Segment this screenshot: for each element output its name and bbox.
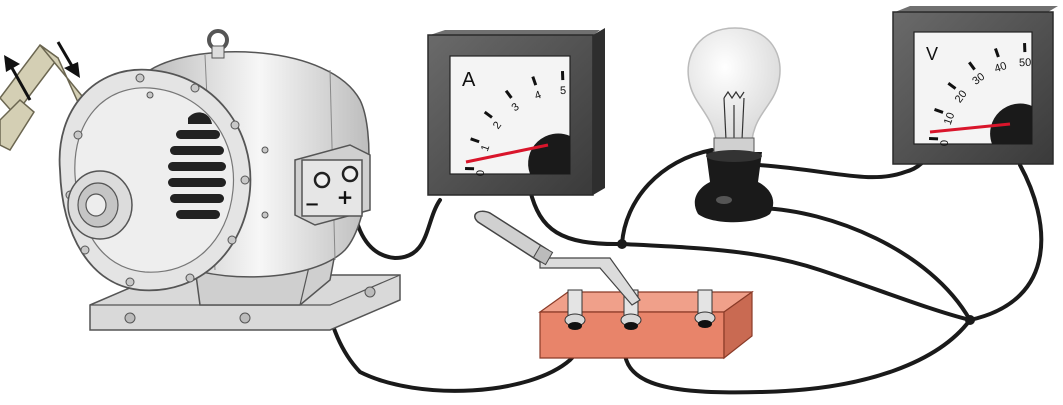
belt-direction-down-arrow-icon <box>56 41 80 78</box>
positive-terminal[interactable] <box>341 165 359 183</box>
ammeter-scale-tick-label: 1 <box>479 143 492 153</box>
knife-switch <box>474 210 754 360</box>
voltmeter-hub <box>990 103 1032 144</box>
switch-blade[interactable] <box>539 257 641 306</box>
ammeter-scale-tick <box>531 76 538 86</box>
bulb-socket <box>694 152 774 223</box>
ammeter-scale-tick-label: 4 <box>533 89 543 102</box>
wire-bulb-bottom <box>758 206 972 322</box>
switch-terminal-left[interactable] <box>564 289 586 330</box>
voltmeter-scale-tick-label: 0 <box>939 140 951 147</box>
voltmeter-scale-tick-label: 50 <box>1019 57 1032 69</box>
ammeter-scale-tick <box>504 89 513 99</box>
voltmeter-scale-tick-label: 30 <box>970 71 987 88</box>
terminal-box: − + <box>294 144 371 226</box>
voltmeter-scale-tick <box>994 48 1000 58</box>
plus-sign: + <box>337 185 354 209</box>
voltmeter-scale-tick-label: 40 <box>993 60 1009 75</box>
switch-handle[interactable] <box>474 210 550 264</box>
bulb-filament <box>723 90 745 141</box>
negative-terminal[interactable] <box>313 171 331 189</box>
wire-voltmeter-right <box>968 163 1044 322</box>
voltmeter-scale-tick-label: 20 <box>953 88 970 105</box>
voltmeter-needle <box>929 122 1011 134</box>
ammeter-unit-label: A <box>462 69 476 91</box>
rim-bolts <box>65 73 269 287</box>
ammeter-scale-tick-label: 5 <box>560 85 567 97</box>
voltmeter-scale-tick <box>934 108 944 114</box>
light-bulb <box>687 27 781 223</box>
ammeter-hub <box>528 133 570 174</box>
lifting-eye <box>207 29 229 59</box>
belt-direction-up-arrow-icon <box>4 55 32 101</box>
wire-junction-right <box>965 315 975 325</box>
generator-pulley <box>67 170 133 240</box>
wire-bulb-left <box>620 148 714 246</box>
wire-junction-left <box>617 239 627 249</box>
generator: − + <box>58 29 401 331</box>
voltmeter-unit-label: V <box>926 44 938 64</box>
voltmeter-scale-tick-label: 10 <box>942 111 957 127</box>
ammeter-scale-tick <box>470 137 480 144</box>
ammeter-needle <box>465 143 549 164</box>
wire-switch-to-junction <box>622 318 972 395</box>
switch-terminal-right[interactable] <box>694 289 716 328</box>
voltmeter-scale-tick <box>947 82 957 90</box>
ammeter-scale-tick <box>483 110 493 119</box>
wire-ammeter-to-bulb <box>528 188 624 247</box>
vent-slots <box>168 112 226 219</box>
ammeter-scale-tick-label: 0 <box>475 170 487 177</box>
minus-sign: − <box>304 194 319 215</box>
wire-junction-loop <box>620 242 972 322</box>
voltmeter-scale-tick <box>968 61 976 71</box>
